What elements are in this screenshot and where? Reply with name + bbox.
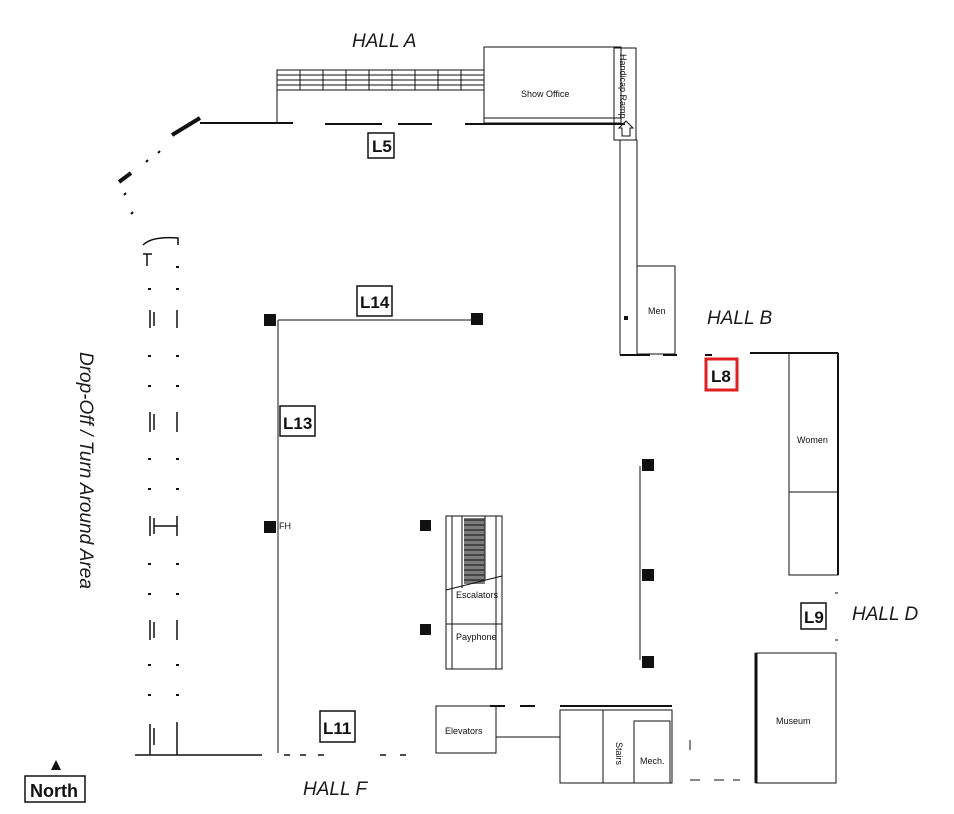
location-marker-l14[interactable]: L14 [356, 285, 393, 317]
museum-room: Museum [754, 652, 837, 784]
location-marker-l13[interactable]: L13 [279, 405, 316, 437]
men-room: Men [636, 265, 676, 355]
l5-label: L5 [372, 137, 392, 156]
l9-label: L9 [804, 608, 824, 627]
handicap-ramp-label: Handicap Ramp [618, 54, 628, 119]
women-room-label: Women [797, 435, 828, 445]
location-marker-l5[interactable]: L5 [367, 132, 395, 159]
escalators-block: Escalators Payphone [420, 515, 503, 670]
fh-label: FH [279, 521, 291, 531]
museum-label: Museum [776, 716, 811, 726]
central-boundary: FH [264, 313, 483, 753]
hall-d-label: HALL D [852, 604, 918, 625]
hall-a-stage-grid [276, 69, 485, 123]
l8-label: L8 [711, 367, 731, 386]
diagonal-wall [117, 150, 161, 215]
hall-a-front-wall [170, 116, 625, 137]
l8-highlight-box [704, 357, 739, 392]
north-label: North [30, 781, 78, 801]
stairs-label: Stairs [614, 742, 624, 766]
show-office-room: Show Office [483, 46, 622, 124]
location-marker-l11[interactable]: L11 [319, 710, 356, 743]
hall-b-label: HALL B [707, 308, 772, 329]
show-office-label: Show Office [521, 89, 569, 99]
elevators-label: Elevators [445, 726, 483, 736]
l14-label: L14 [360, 293, 390, 312]
handicap-ramp: Handicap Ramp [613, 47, 637, 141]
mech-label: Mech. [640, 756, 665, 766]
drop-off-lane [142, 236, 179, 755]
women-room: Women [788, 352, 839, 576]
elevators-room: Elevators [435, 705, 560, 754]
east-corridor [619, 139, 638, 355]
north-arrow-icon [51, 760, 61, 770]
hall-f-label: HALL F [303, 779, 368, 800]
north-compass: North [24, 760, 86, 803]
hall-a-label: HALL A [352, 31, 416, 52]
escalators-label: Escalators [456, 590, 499, 600]
l13-label: L13 [283, 414, 312, 433]
drop-off-area-label: Drop-Off / Turn Around Area [75, 352, 96, 589]
l11-label: L11 [323, 719, 351, 738]
payphone-label: Payphone [456, 632, 497, 642]
location-marker-l8[interactable]: L8 [704, 357, 739, 392]
east-pillar-line [639, 459, 654, 668]
location-marker-l9[interactable]: L9 [800, 602, 827, 630]
stairs-mech-block: Stairs Mech. [490, 705, 740, 784]
men-room-label: Men [648, 306, 666, 316]
